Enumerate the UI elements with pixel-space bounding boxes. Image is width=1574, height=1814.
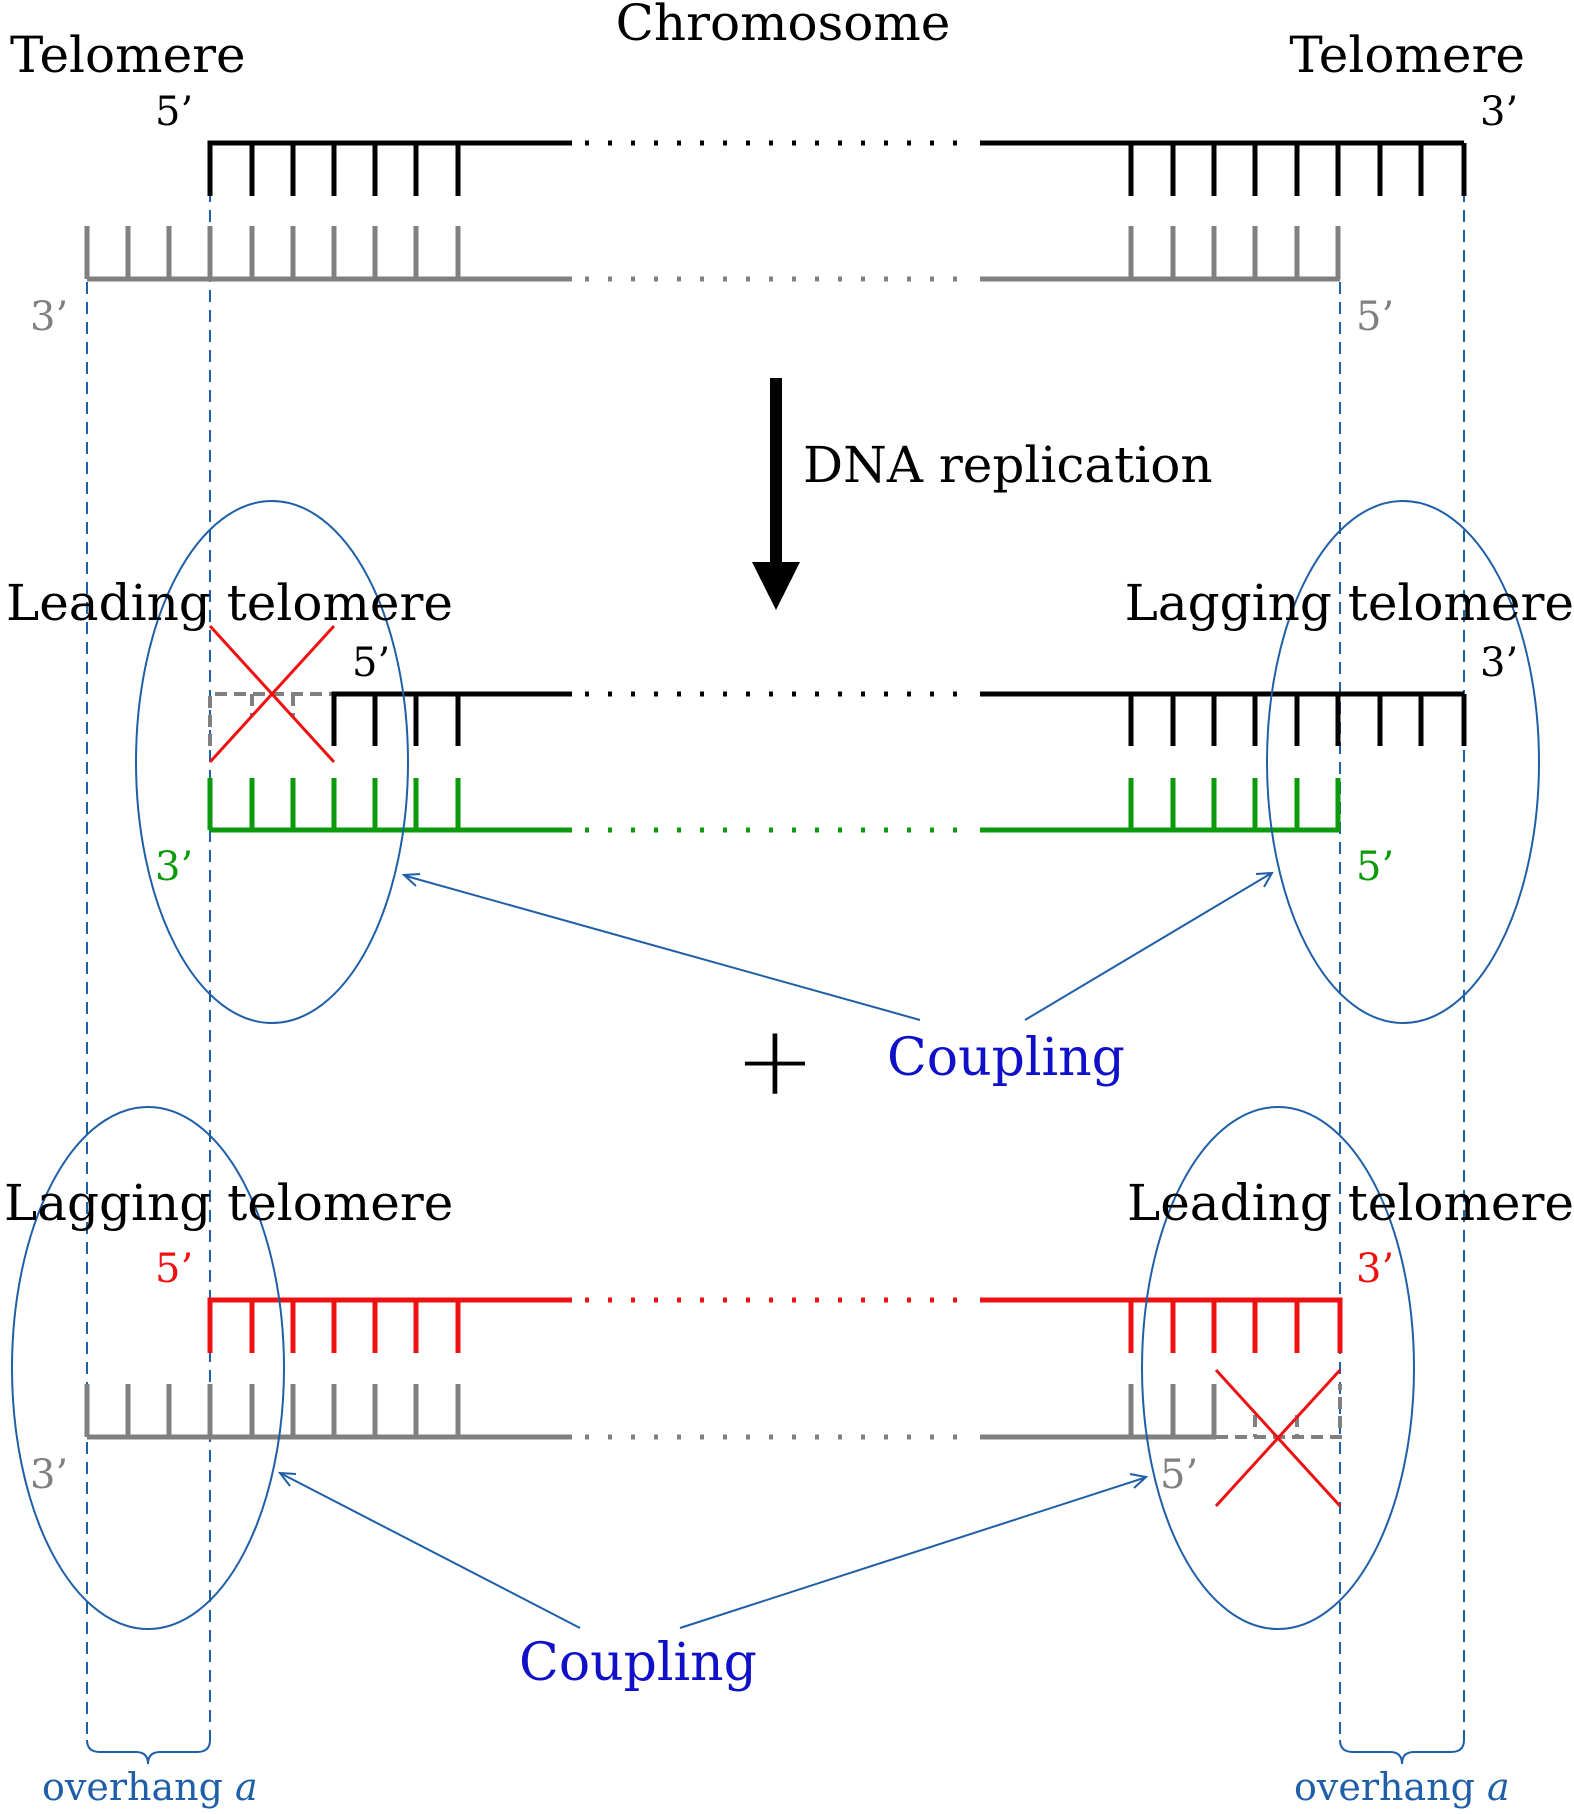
- prime-label: 3’: [155, 844, 193, 890]
- original-bottom-strand: [84, 226, 1341, 282]
- lagging-telomere-label: Lagging telomere: [4, 1174, 453, 1232]
- leading-telomere-label: Leading telomere: [6, 574, 453, 632]
- prime-label: 5’: [1160, 1452, 1198, 1498]
- daughter1-top-strand: [331, 691, 1467, 746]
- removed-primer-top-left: [208, 692, 334, 746]
- prime-label: 3’: [30, 1452, 68, 1498]
- original-chromosome: [84, 140, 1467, 282]
- prime-label: 3’: [1480, 89, 1518, 135]
- daughter2-top-strand: [207, 1297, 1343, 1353]
- plus-sign: +: [735, 1005, 815, 1117]
- daughter2-bottom-strand: [84, 1384, 1217, 1440]
- leading-telomere-ellipse-top: [135, 500, 409, 1024]
- coupling-label-bottom: Coupling: [519, 1633, 757, 1693]
- lagging-telomere-ellipse-top: [1266, 500, 1540, 1024]
- prime-label: 5’: [155, 89, 193, 135]
- telomere-right-label: Telomere: [1289, 26, 1525, 84]
- overhang-label-right: overhang a: [1294, 1765, 1510, 1809]
- prime-label: 5’: [155, 1246, 193, 1292]
- original-top-strand: [207, 140, 1467, 196]
- chromosome-label: Chromosome: [616, 0, 951, 52]
- overhang-word: overhang: [42, 1765, 223, 1809]
- coupling-arrows-bottom: [277, 1471, 1149, 1629]
- dna-replication-label: DNA replication: [803, 436, 1213, 494]
- removed-x-mark-bottom: [1214, 1368, 1342, 1508]
- guide-lines: [86, 150, 1465, 1740]
- daughter-chromosome-1: [207, 624, 1467, 833]
- lagging-telomere-ellipse-bottom: [11, 1106, 285, 1630]
- leading-telomere-ellipse-bottom: [1141, 1106, 1415, 1630]
- overhang-symbol: a: [235, 1765, 258, 1809]
- removed-x-mark-top: [208, 624, 336, 764]
- leading-telomere-label: Leading telomere: [1127, 1174, 1574, 1232]
- prime-label: 5’: [1356, 844, 1394, 890]
- prime-label: 3’: [1356, 1246, 1394, 1292]
- prime-label: 5’: [1356, 294, 1394, 340]
- replication-arrow: [752, 378, 800, 610]
- overhang-word: overhang: [1294, 1765, 1475, 1809]
- lagging-telomere-label: Lagging telomere: [1125, 574, 1574, 632]
- coupling-arrows-top: [401, 871, 1274, 1021]
- prime-label: 5’: [352, 640, 390, 686]
- coupling-label-top: Coupling: [887, 1028, 1125, 1088]
- overhang-label-left: overhang a: [42, 1765, 258, 1809]
- daughter1-bottom-strand: [207, 778, 1341, 833]
- overhang-brace-left: [86, 1739, 211, 1765]
- prime-label: 3’: [30, 294, 68, 340]
- daughter-chromosome-2: [84, 1297, 1343, 1508]
- prime-label: 3’: [1480, 640, 1518, 686]
- telomere-left-label: Telomere: [10, 26, 246, 84]
- overhang-symbol: a: [1487, 1765, 1510, 1809]
- overhang-brace-right: [1339, 1739, 1465, 1765]
